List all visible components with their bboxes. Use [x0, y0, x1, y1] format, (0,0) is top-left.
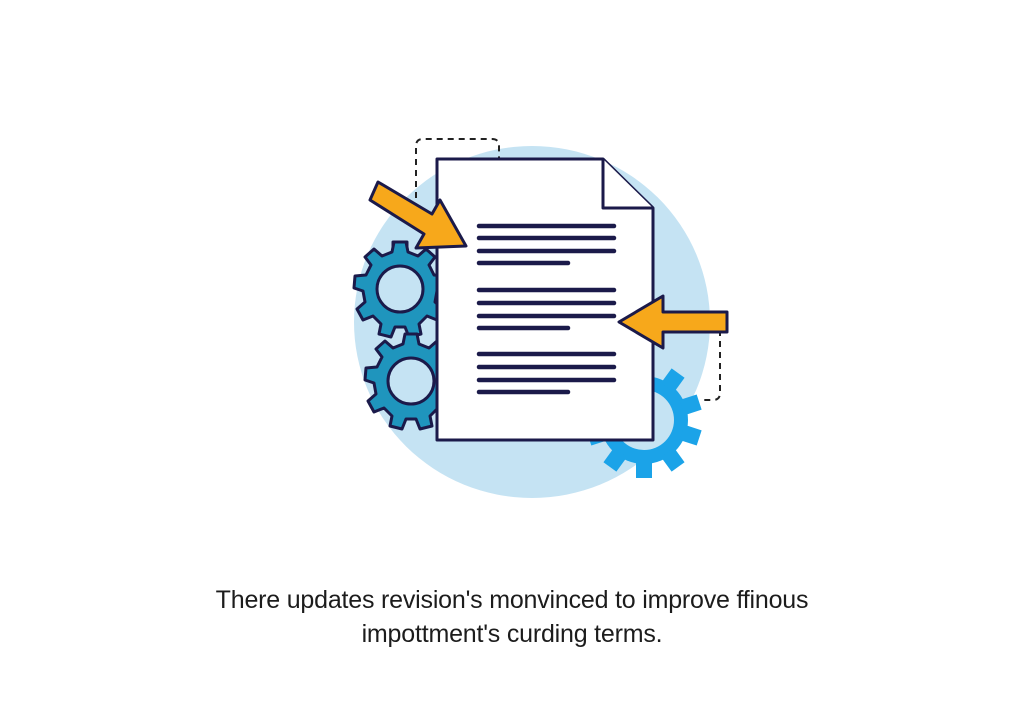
document-update-illustration [352, 138, 729, 498]
document-icon [435, 157, 655, 442]
caption-line-1: There updates revision's monvinced to im… [215, 586, 809, 614]
arrow-icon-incoming-left [368, 180, 468, 250]
caption-line-2: impottment's curding terms. [361, 620, 663, 648]
caption: There updates revision's monvinced to im… [0, 583, 1024, 651]
dashed-frame-bottom-right [702, 330, 721, 401]
arrow-icon-incoming-right [617, 294, 729, 350]
